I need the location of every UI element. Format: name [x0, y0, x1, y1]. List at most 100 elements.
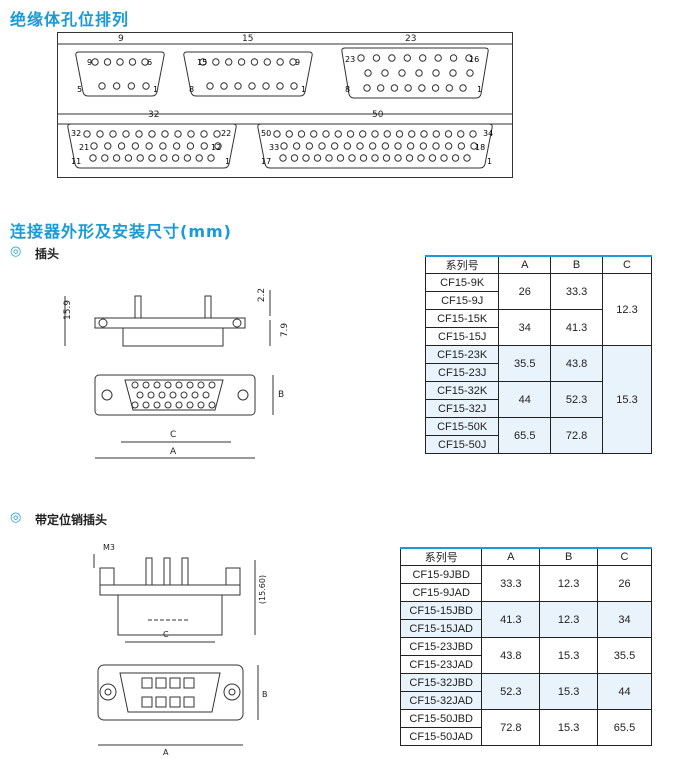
pin-hole [359, 130, 367, 138]
table-cell-series: CF15-23K [424, 345, 500, 364]
pin-hole [213, 130, 221, 138]
pin-hole [142, 82, 150, 90]
table-cell-C: 15.3 [602, 345, 652, 454]
pin-number: 1 [301, 85, 306, 94]
dim-lock-B: B [262, 690, 268, 699]
table-cell-series: CF15-23J [424, 363, 500, 382]
pin-hole [395, 130, 404, 138]
pin-hole [289, 58, 297, 66]
pin-hole [96, 130, 104, 138]
pin-hole [104, 142, 112, 150]
pin-hole [186, 401, 194, 409]
pin-hole [116, 58, 124, 66]
pin-hole [183, 154, 192, 162]
table-cell-series: CF15-9JAD [399, 583, 483, 602]
pin-hole [158, 391, 166, 399]
pin-hole [310, 130, 318, 138]
dim-2-2: 2.2 [257, 287, 268, 303]
pin-number: 23 [345, 55, 355, 64]
pin-hole [457, 130, 465, 138]
pin-hole [371, 154, 379, 162]
connector-shell [75, 51, 165, 97]
pin-hole [183, 696, 195, 708]
connector-shell [257, 123, 493, 169]
pin-hole [466, 69, 474, 77]
bullet-icon: ◎ [10, 244, 22, 259]
pin-hole [318, 142, 326, 150]
pin-hole [169, 677, 181, 689]
dim-lock-C: C [163, 630, 169, 639]
pin-hole [183, 677, 195, 689]
pin-number: 22 [221, 129, 231, 138]
pin-hole [292, 142, 301, 150]
pin-hole [279, 154, 287, 162]
pin-hole [136, 391, 144, 399]
pin-hole [398, 69, 406, 77]
bullet-icon: ◎ [10, 510, 22, 525]
pin-number: 6 [147, 58, 152, 67]
pin-hole [195, 154, 203, 162]
table-cell-series: CF15-50J [424, 435, 500, 454]
table-cell-C: 12.3 [602, 273, 652, 346]
pin-hole [101, 154, 109, 162]
table-cell-C: 34 [597, 601, 652, 638]
table-cell-series: CF15-23JBD [399, 637, 483, 656]
pin-hole [153, 401, 161, 409]
dim-A: A [170, 447, 177, 457]
pin-hole [164, 401, 172, 409]
pin-hole [368, 142, 377, 150]
pin-hole [199, 58, 207, 66]
dim-lock-A: A [163, 748, 169, 757]
table-cell-A: 34 [498, 309, 552, 346]
pin-hole [371, 130, 379, 138]
table-cell-C: 26 [597, 565, 652, 602]
pin-hole [155, 677, 167, 689]
pin-hole [212, 58, 220, 66]
pin-hole [273, 130, 281, 138]
table-cell-C: 65.5 [597, 709, 652, 746]
pin-number: 9 [87, 58, 92, 67]
pin-hole [431, 84, 440, 92]
pin-hole [463, 154, 471, 162]
pin-number: 15 [197, 58, 207, 67]
section-title-hole-layout: 绝缘体孔位排列 [10, 10, 130, 29]
table-cell-series: CF15-15J [424, 327, 500, 346]
pin-hole [174, 130, 182, 138]
pin-hole [237, 58, 246, 66]
pin-hole [142, 381, 150, 389]
pin-hole [445, 84, 453, 92]
pin-hole [147, 391, 155, 399]
pin-hole [382, 154, 391, 162]
dim-B: B [278, 390, 285, 400]
connector-shell [341, 47, 489, 99]
pin-hole [135, 130, 143, 138]
connector-shell [183, 51, 313, 97]
locking-plug-label: 带定位销插头 [35, 513, 108, 527]
pin-hole [171, 154, 180, 162]
pin-hole [98, 82, 106, 90]
pin-hole [363, 84, 371, 92]
pin-hole [330, 142, 339, 150]
plug-label: 插头 [35, 247, 60, 261]
pin-hole [325, 154, 333, 162]
table-cell-series: CF15-15JBD [399, 601, 483, 620]
table-cell-B: 43.8 [550, 345, 603, 382]
pin-hole [109, 130, 117, 138]
dim-m3: M3 [103, 543, 115, 552]
table-cell-series: CF15-50JBD [399, 709, 483, 728]
pin-hole [148, 130, 156, 138]
th-B: B [539, 547, 599, 566]
pin-hole [381, 142, 390, 150]
pin-number: 9 [295, 58, 300, 67]
pin-hole [432, 142, 440, 150]
pin-hole [372, 54, 381, 62]
pin-hole [187, 130, 195, 138]
pin-number: 16 [469, 55, 479, 64]
pin-hole [336, 154, 345, 162]
th-A: A [498, 255, 552, 274]
pin-hole [457, 142, 466, 150]
pin-hole [141, 677, 153, 689]
plug-drawing [64, 290, 274, 459]
table-cell-series: CF15-32K [424, 381, 500, 400]
